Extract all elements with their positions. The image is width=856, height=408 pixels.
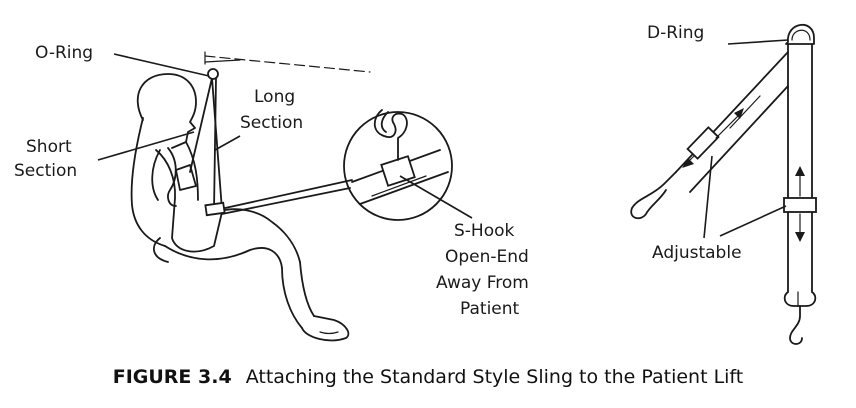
- figure-number: FIGURE 3.4: [112, 366, 232, 388]
- label-long-section: Long: [254, 87, 295, 107]
- label-long-section-2: Section: [240, 113, 303, 133]
- leader-s-hook: [399, 175, 473, 219]
- label-o-ring: O-Ring: [35, 43, 93, 63]
- leader-d-ring: [727, 39, 789, 45]
- figure-caption: FIGURE 3.4 Attaching the Standard Style S…: [0, 366, 856, 388]
- label-s-hook-3: Away From: [436, 273, 529, 293]
- leader-long-section: [214, 135, 241, 151]
- label-adjustable: Adjustable: [652, 243, 742, 263]
- label-s-hook-4: Patient: [460, 299, 520, 319]
- leader-short-section: [97, 131, 195, 161]
- label-short-section-2: Section: [14, 161, 77, 181]
- leader-adjustable-2: [719, 205, 787, 237]
- leader-o-ring: [113, 53, 210, 77]
- label-s-hook-1: S-Hook: [454, 221, 515, 241]
- magnified-s-hook-detail: [343, 109, 453, 221]
- label-s-hook-2: Open-End: [445, 247, 529, 267]
- figure-caption-text: Attaching the Standard Style Sling to th…: [245, 366, 744, 388]
- leader-adjustable-1: [703, 155, 713, 239]
- patient-sling-illustration: [130, 51, 371, 342]
- strap-detail-illustration: [630, 23, 817, 345]
- label-short-section: Short: [26, 137, 72, 157]
- label-d-ring: D-Ring: [647, 23, 704, 43]
